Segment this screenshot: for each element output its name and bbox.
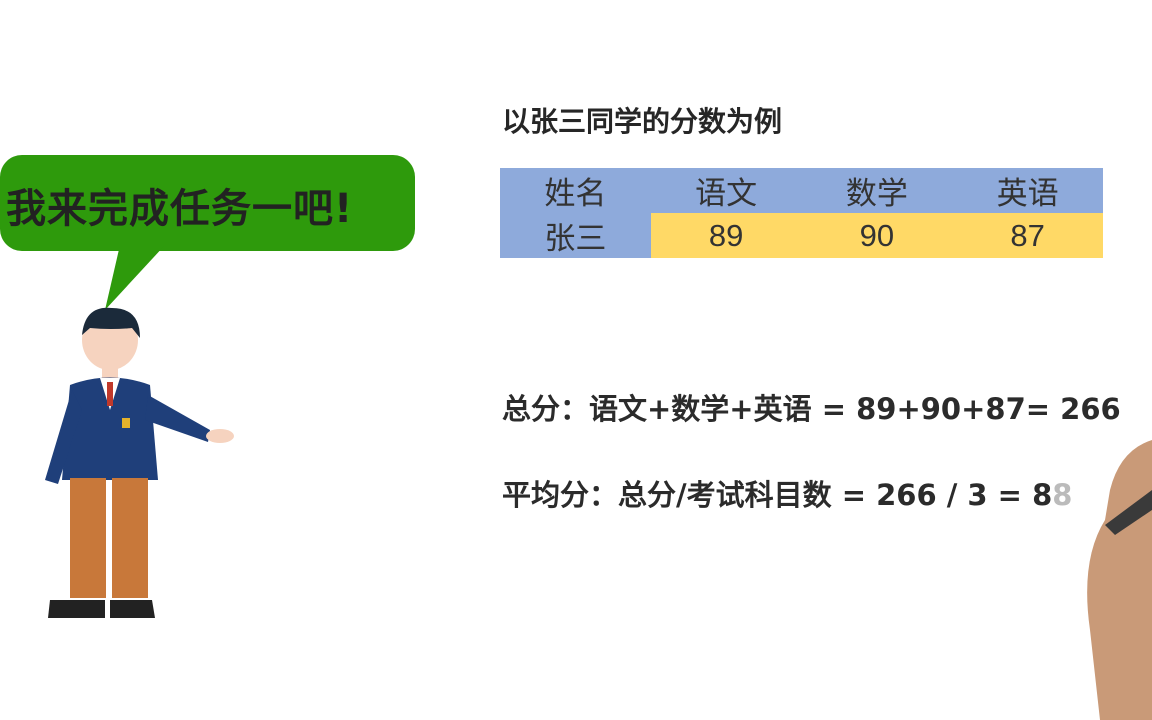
- speech-bubble-text: 我来完成任务一吧!: [6, 186, 354, 232]
- score-cell: 89: [650, 213, 802, 258]
- score-cell: 90: [801, 213, 953, 258]
- speech-bubble-tail: [105, 245, 165, 310]
- header-cell: 英语: [952, 168, 1103, 213]
- header-cell: 数学: [801, 168, 953, 213]
- header-cell: 语文: [650, 168, 802, 213]
- student-character-illustration: [45, 307, 234, 618]
- average-formula: 平均分：总分/考试科目数 = 266 / 3 = 88: [502, 472, 1072, 514]
- name-cell: 张三: [500, 213, 651, 258]
- average-formula-text: 平均分：总分/考试科目数 = 266 / 3 = 8: [502, 478, 1053, 512]
- drawing-hand-illustration: [1087, 440, 1152, 720]
- table-row: 张三 89 90 87: [500, 213, 1103, 258]
- speech-bubble: [0, 155, 415, 251]
- table-header-row: 姓名 语文 数学 英语: [500, 168, 1103, 213]
- score-table: 姓名 语文 数学 英语 张三 89 90 87: [500, 168, 1103, 258]
- average-partial-digit: 8: [1052, 478, 1073, 512]
- total-formula: 总分：语文+数学+英语 = 89+90+87= 266: [502, 392, 1121, 426]
- header-cell: 姓名: [500, 168, 651, 213]
- section-title: 以张三同学的分数为例: [502, 105, 783, 138]
- score-cell: 87: [952, 213, 1103, 258]
